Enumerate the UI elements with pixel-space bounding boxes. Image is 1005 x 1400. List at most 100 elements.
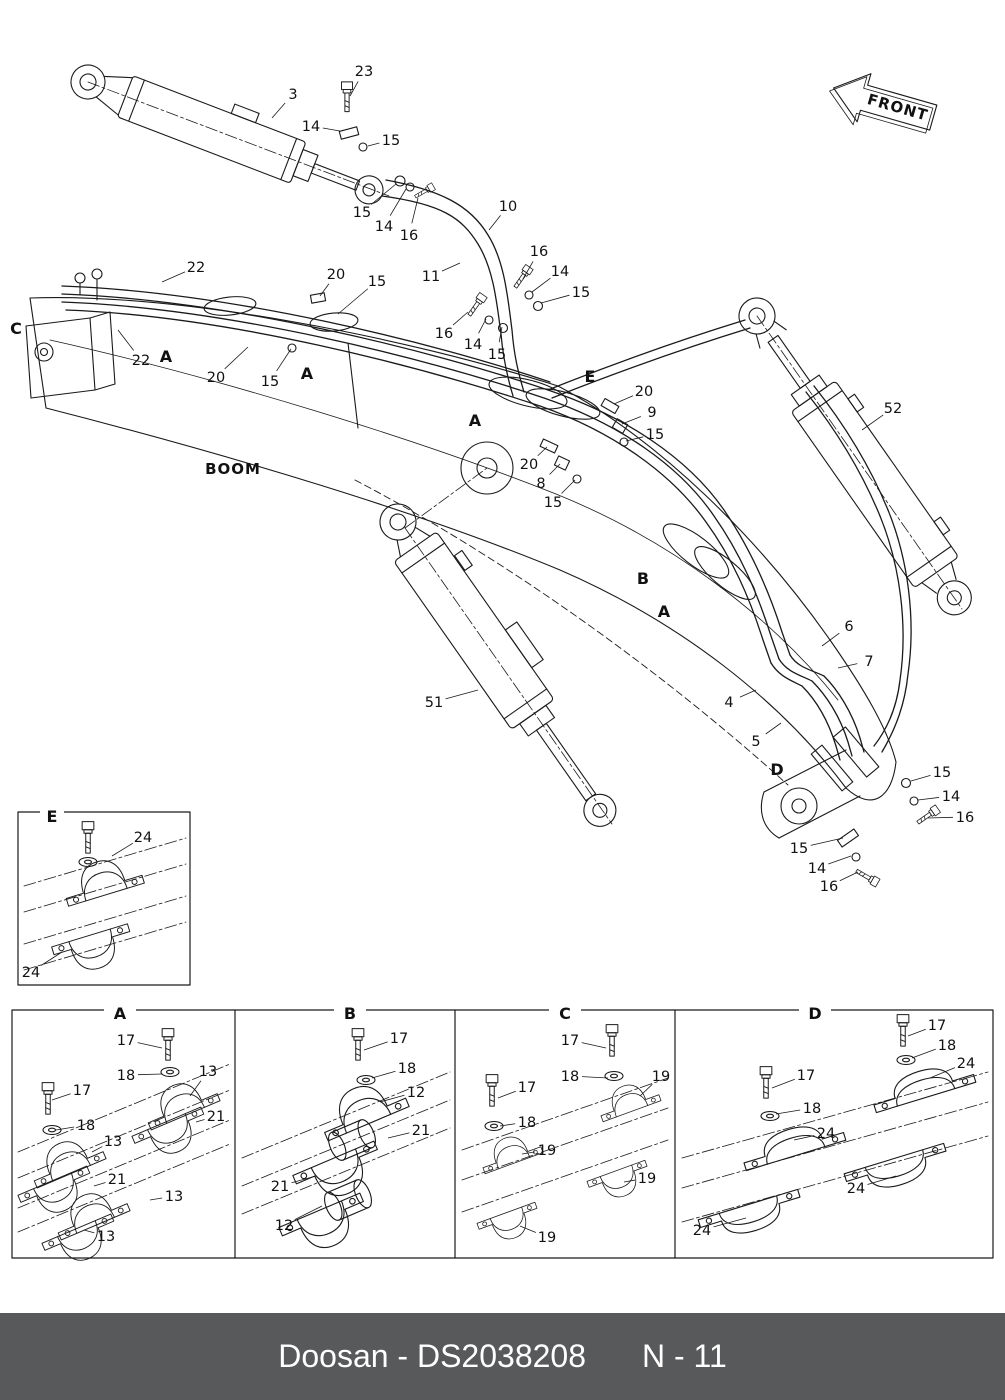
part-number-callout: 14 <box>302 119 320 135</box>
part-number-callout: 24 <box>847 1181 865 1197</box>
part-number-callout: 16 <box>956 810 974 826</box>
part-number-callout: 24 <box>134 830 152 846</box>
callout-leader <box>363 1041 388 1051</box>
callout-leader <box>389 188 407 216</box>
callout-leader <box>83 1229 95 1234</box>
callout-leader <box>613 395 634 405</box>
callout-leader <box>621 416 642 425</box>
part-number-callout: 19 <box>652 1069 670 1085</box>
callout-leader <box>810 837 844 846</box>
part-number-callout: 18 <box>803 1101 821 1117</box>
callout-leader <box>531 277 551 293</box>
boom-label: BOOM <box>205 460 261 478</box>
footer-doc-id: Doosan - DS2038208 <box>278 1338 586 1374</box>
callout-leader <box>498 326 503 343</box>
part-number-callout: 19 <box>638 1171 656 1187</box>
view-letter-label: B <box>637 569 649 588</box>
callout-leader <box>478 318 487 334</box>
callout-leader <box>137 1073 163 1076</box>
detail-box-c-label: C <box>559 1004 571 1023</box>
callout-leader <box>821 632 840 647</box>
callout-leader <box>581 1076 609 1079</box>
callout-leader <box>861 414 884 431</box>
detail-box-c-art <box>461 1024 669 1249</box>
part-number-callout: 4 <box>724 695 733 711</box>
callout-leader <box>522 261 534 280</box>
part-number-callout: 15 <box>790 841 808 857</box>
part-number-callout: 13 <box>104 1134 122 1150</box>
callout-leader <box>828 855 852 865</box>
hydraulic-pipes <box>61 285 912 761</box>
callout-leader <box>55 1126 75 1131</box>
part-number-callout: 15 <box>933 765 951 781</box>
part-number-callout: 17 <box>390 1031 408 1047</box>
footer-page-number: N - 11 <box>642 1338 727 1374</box>
detail-box-a-label: A <box>114 1004 127 1023</box>
callout-leader <box>452 311 469 326</box>
callout-leader <box>319 283 330 297</box>
callout-leader <box>195 1119 205 1123</box>
part-number-callout: 17 <box>928 1018 946 1034</box>
part-number-callout: 15 <box>382 133 400 149</box>
callout-leader <box>117 329 135 351</box>
detail-box-b-label: B <box>344 1004 356 1023</box>
callout-leader <box>189 1080 202 1097</box>
part-number-callout: 16 <box>530 244 548 260</box>
footer-bar: Doosan - DS2038208 N - 11 <box>0 1313 1005 1400</box>
part-number-callout: 15 <box>488 347 506 363</box>
callout-leader <box>371 183 397 205</box>
callout-leader <box>271 102 286 119</box>
part-number-callout: 16 <box>400 228 418 244</box>
callout-leader <box>910 774 931 782</box>
callout-leader <box>276 348 292 372</box>
callout-leader <box>927 816 954 819</box>
part-number-callout: 18 <box>117 1068 135 1084</box>
part-number-callout: 8 <box>536 476 545 492</box>
part-number-callout: 20 <box>635 384 653 400</box>
view-letter-label: E <box>585 367 596 386</box>
part-number-callout: 24 <box>22 965 40 981</box>
callout-leader <box>519 1225 537 1233</box>
part-number-callout: 21 <box>207 1109 225 1125</box>
callout-leader <box>337 288 369 315</box>
callout-leader <box>149 1197 163 1201</box>
callout-leader <box>379 1094 405 1103</box>
part-number-callout: 52 <box>884 401 902 417</box>
part-number-callout: 14 <box>808 861 826 877</box>
part-number-callout: 16 <box>435 326 453 342</box>
part-number-callout: 14 <box>375 219 393 235</box>
part-number-callout: 17 <box>561 1033 579 1049</box>
part-number-callout: 24 <box>957 1056 975 1072</box>
part-number-callout: 51 <box>425 695 443 711</box>
callout-leader <box>291 1175 317 1184</box>
callout-leader <box>387 1132 410 1139</box>
detail-box-a-art <box>17 1028 231 1274</box>
part-number-callout: 17 <box>73 1083 91 1099</box>
view-letter-label: A <box>469 411 482 430</box>
callout-leader <box>929 1067 956 1079</box>
callout-leader <box>839 871 859 882</box>
part-number-callout: 15 <box>646 427 664 443</box>
part-number-callout: 20 <box>207 370 225 386</box>
part-number-callout: 9 <box>647 405 656 421</box>
view-letter-label: A <box>160 347 173 366</box>
callout-leader <box>445 689 479 700</box>
callout-leader <box>441 262 461 272</box>
part-number-callout: 22 <box>132 353 150 369</box>
callout-leader <box>623 1179 636 1183</box>
arm-cylinder <box>379 503 617 827</box>
callout-leader <box>322 127 341 132</box>
callout-leader <box>224 346 249 370</box>
callout-leader <box>294 1205 323 1220</box>
part-number-callout: 3 <box>288 87 297 103</box>
part-number-callout: 14 <box>464 337 482 353</box>
callout-leader <box>625 436 644 442</box>
callout-leader <box>837 663 858 669</box>
part-number-callout: 21 <box>271 1179 289 1195</box>
callout-leader <box>917 797 940 801</box>
callout-leader <box>137 1042 163 1049</box>
part-number-callout: 7 <box>864 654 873 670</box>
part-number-callout: 23 <box>355 64 373 80</box>
